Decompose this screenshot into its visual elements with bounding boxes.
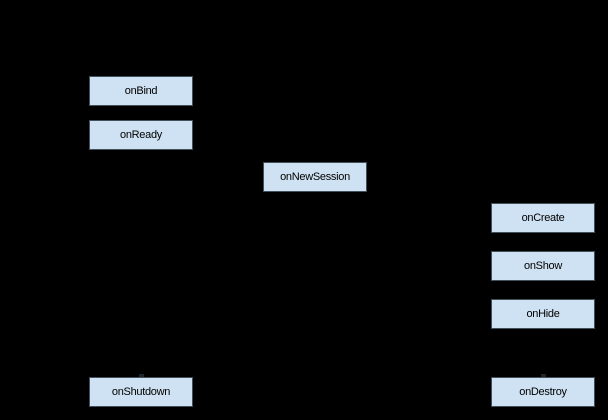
- node-ondestroy: onDestroy: [491, 377, 595, 407]
- node-onshutdown: onShutdown: [89, 377, 193, 407]
- node-oncreate-label: onCreate: [521, 211, 565, 224]
- node-onshow-label: onShow: [524, 259, 562, 272]
- node-onhide: onHide: [491, 299, 595, 329]
- node-onready: onReady: [89, 120, 193, 150]
- node-onhide-label: onHide: [526, 307, 560, 320]
- node-oncreate: onCreate: [491, 203, 595, 233]
- node-onbind: onBind: [89, 76, 193, 106]
- arrowhead-tip-icon: [139, 374, 144, 377]
- node-onshow: onShow: [491, 251, 595, 281]
- node-onready-label: onReady: [120, 128, 162, 141]
- arrowhead-tip-icon: [541, 374, 546, 377]
- node-ondestroy-label: onDestroy: [519, 385, 567, 398]
- node-onbind-label: onBind: [124, 84, 158, 97]
- node-onshutdown-label: onShutdown: [111, 385, 171, 398]
- node-onnewsession: onNewSession: [263, 162, 367, 192]
- node-onnewsession-label: onNewSession: [280, 170, 350, 183]
